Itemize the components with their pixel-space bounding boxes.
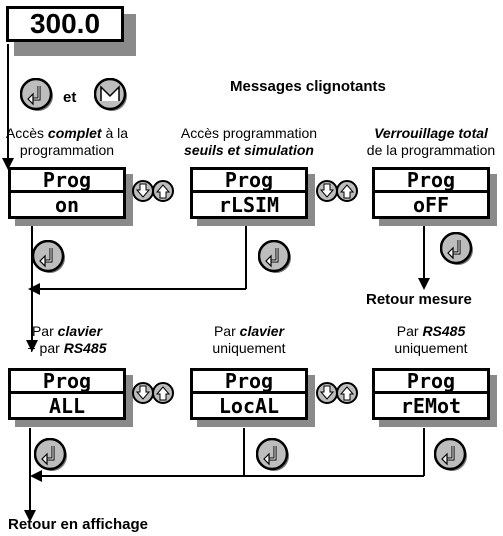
value-display: 300.0 [6, 6, 124, 42]
nav-arrows-row1-b[interactable] [315, 179, 359, 203]
mode-value: rLSIM [218, 192, 280, 217]
keys-conjunction: et [63, 89, 77, 106]
enter-icon-row1-0[interactable] [32, 240, 66, 274]
nav-arrows-row1-a[interactable] [131, 179, 175, 203]
m-key-icon[interactable] [94, 78, 128, 112]
enter-icon-row1-1[interactable] [258, 240, 292, 274]
enter-icon-row2-1[interactable] [256, 438, 290, 472]
enter-icon-row2-2[interactable] [434, 438, 468, 472]
prog-label: Prog [375, 168, 487, 193]
mode-value: rEMot [400, 393, 462, 418]
prog-label: Prog [375, 369, 487, 394]
prog-label: Prog [193, 168, 305, 193]
mode-value: LocAL [218, 393, 280, 418]
prog-label: Prog [11, 168, 123, 193]
enter-icon-row1-2[interactable] [440, 232, 474, 266]
mode-value: ALL [48, 393, 86, 418]
retour-mesure: Retour mesure [366, 291, 472, 308]
enter-key-icon[interactable] [20, 78, 54, 112]
caption-row2-0: Par clavier+ par RS485 [27, 323, 107, 356]
enter-icon-row2-0[interactable] [34, 438, 68, 472]
nav-arrows-row2-b[interactable] [315, 381, 359, 405]
mode-value: oFF [412, 192, 450, 217]
diagram-title: Messages clignotants [230, 78, 386, 95]
nav-arrows-row2-a[interactable] [131, 381, 175, 405]
prog-label: Prog [11, 369, 123, 394]
mode-value: on [54, 192, 80, 217]
retour-affichage: Retour en affichage [8, 516, 149, 533]
prog-label: Prog [193, 369, 305, 394]
